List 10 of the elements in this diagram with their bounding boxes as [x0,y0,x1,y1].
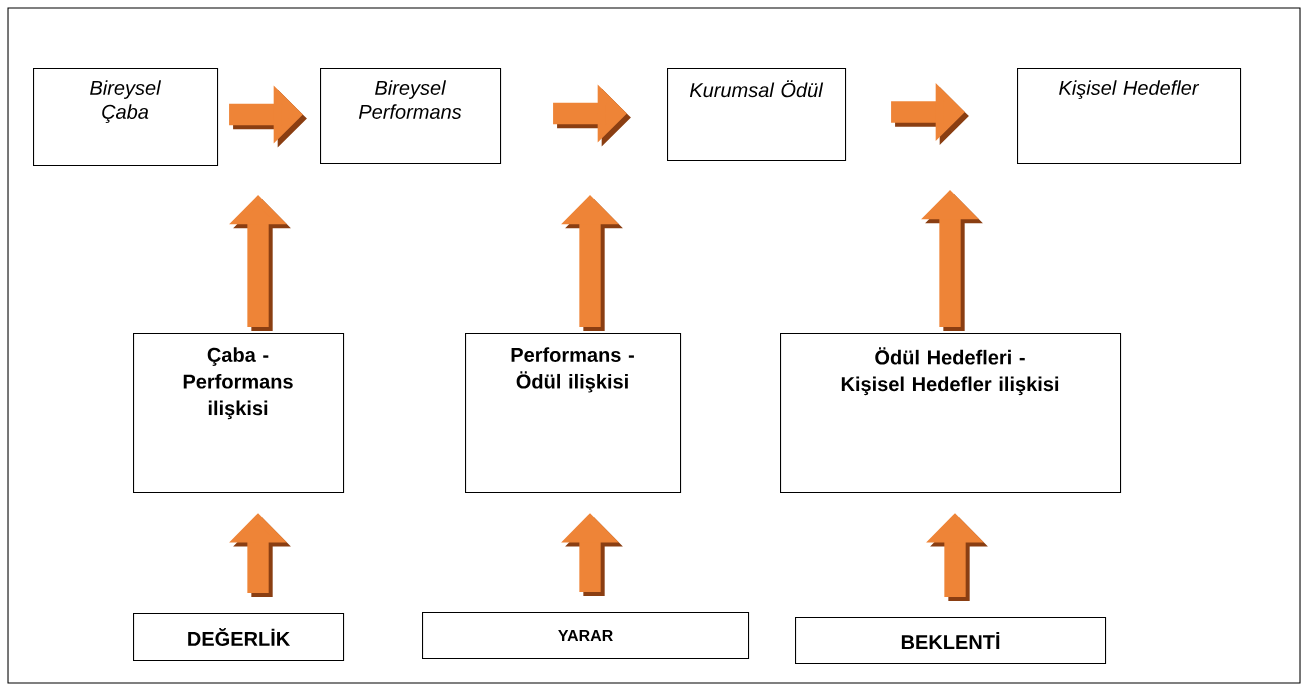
stage-box: Kurumsal Ödül [667,68,847,162]
stage-box: Bireysel Performans [320,68,502,165]
stage-box: Kişisel Hedefler [1017,68,1242,165]
relation-box: Performans - Ödül ilişkisi [465,333,682,494]
factor-box: DEĞERLİK [133,613,345,662]
factor-box: BEKLENTİ [795,617,1107,665]
factor-box: YARAR [422,612,750,660]
relation-box: Ödül Hedefleri - Kişisel Hedefler ilişkisi [780,333,1122,494]
stage-box: Bireysel Çaba [33,68,219,167]
relation-box: Çaba - Performans ilişkisi [133,333,345,494]
